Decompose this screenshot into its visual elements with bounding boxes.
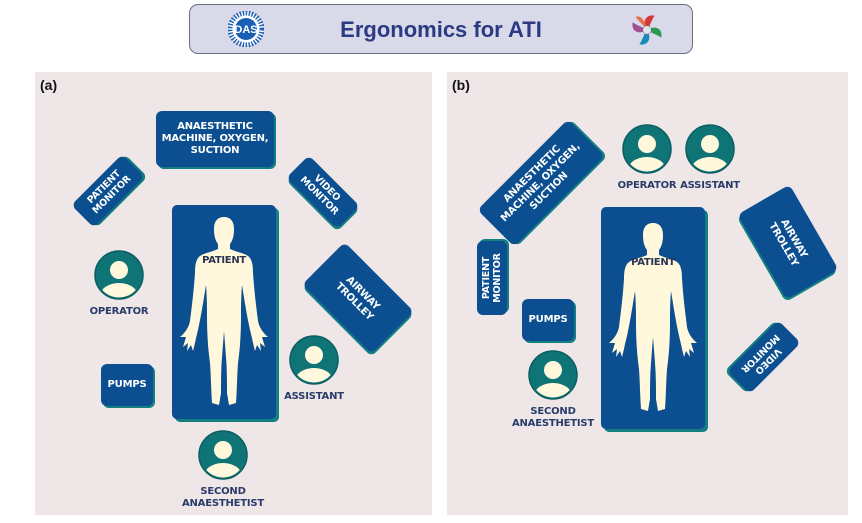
box-line: SUCTION xyxy=(190,145,240,156)
panel-b: (b) ANAESTHETIC MACHINE, OXYGEN, SUCTION… xyxy=(447,72,848,515)
patient-label: PATIENT xyxy=(202,255,246,266)
airway-trolley-box: AIRWAY TROLLEY xyxy=(737,184,839,300)
second-anaesthetist-person: SECOND ANAESTHETIST xyxy=(163,430,283,510)
patient-bed: PATIENT xyxy=(601,207,705,429)
operator-avatar-icon xyxy=(94,250,144,300)
assistant-avatar-icon xyxy=(289,335,339,385)
patient-label: PATIENT xyxy=(631,257,675,268)
anaesthetic-machine-box: ANAESTHETIC MACHINE, OXYGEN, SUCTION xyxy=(156,111,274,167)
assistant-label: ASSISTANT xyxy=(284,391,344,402)
panel-a-label: (a) xyxy=(40,77,58,93)
pumps-box: PUMPS xyxy=(101,364,153,406)
box-line: PUMPS xyxy=(107,379,147,390)
pumps-box: PUMPS xyxy=(522,299,574,341)
second-anaesthetist-label-line: SECOND xyxy=(530,406,576,417)
box-line: ANAESTHETIC xyxy=(177,121,253,132)
assistant-person: ASSISTANT xyxy=(254,335,374,403)
second-anaesthetist-avatar-icon xyxy=(528,350,578,400)
second-anaesthetist-avatar-icon xyxy=(198,430,248,480)
second-anaesthetist-label-line: ANAESTHETIST xyxy=(181,498,265,509)
box-line: MACHINE, OXYGEN, xyxy=(499,141,583,225)
panel-a: (a) ANAESTHETIC MACHINE, OXYGEN, SUCTION… xyxy=(35,72,432,515)
das-logo-icon: DAS xyxy=(228,11,264,47)
box-line: PATIENT xyxy=(481,256,492,300)
patient-bed: PATIENT xyxy=(172,205,276,419)
operator-person: OPERATOR xyxy=(587,124,707,192)
box-line: PUMPS xyxy=(528,314,568,325)
header-banner: DAS Ergonomics for ATI xyxy=(189,4,693,54)
assistant-label: ASSISTANT xyxy=(680,180,740,191)
operator-person: OPERATOR xyxy=(59,250,179,318)
svg-text:DAS: DAS xyxy=(234,24,257,36)
video-monitor-box: VIDEO MONITOR xyxy=(727,320,801,394)
box-line: MACHINE, OXYGEN, xyxy=(161,133,269,144)
video-monitor-box: VIDEO MONITOR xyxy=(286,155,360,229)
patient-monitor-box: PATIENT MONITOR xyxy=(71,154,145,228)
panel-b-label: (b) xyxy=(452,77,470,93)
anaesthetic-machine-box: ANAESTHETIC MACHINE, OXYGEN, SUCTION xyxy=(477,119,605,247)
patient-body-icon xyxy=(609,223,697,411)
page-title: Ergonomics for ATI xyxy=(340,17,542,42)
second-anaesthetist-person: SECOND ANAESTHETIST xyxy=(493,350,613,430)
second-anaesthetist-label-line: SECOND xyxy=(200,486,246,497)
box-line: MONITOR xyxy=(492,253,503,303)
assistant-person: ASSISTANT xyxy=(650,124,770,192)
ati-logo-icon xyxy=(632,15,662,45)
assistant-avatar-icon xyxy=(685,124,735,174)
operator-label: OPERATOR xyxy=(617,180,677,191)
operator-label: OPERATOR xyxy=(89,306,149,317)
second-anaesthetist-label-line: ANAESTHETIST xyxy=(511,418,595,429)
patient-monitor-box: PATIENT MONITOR xyxy=(477,241,507,315)
